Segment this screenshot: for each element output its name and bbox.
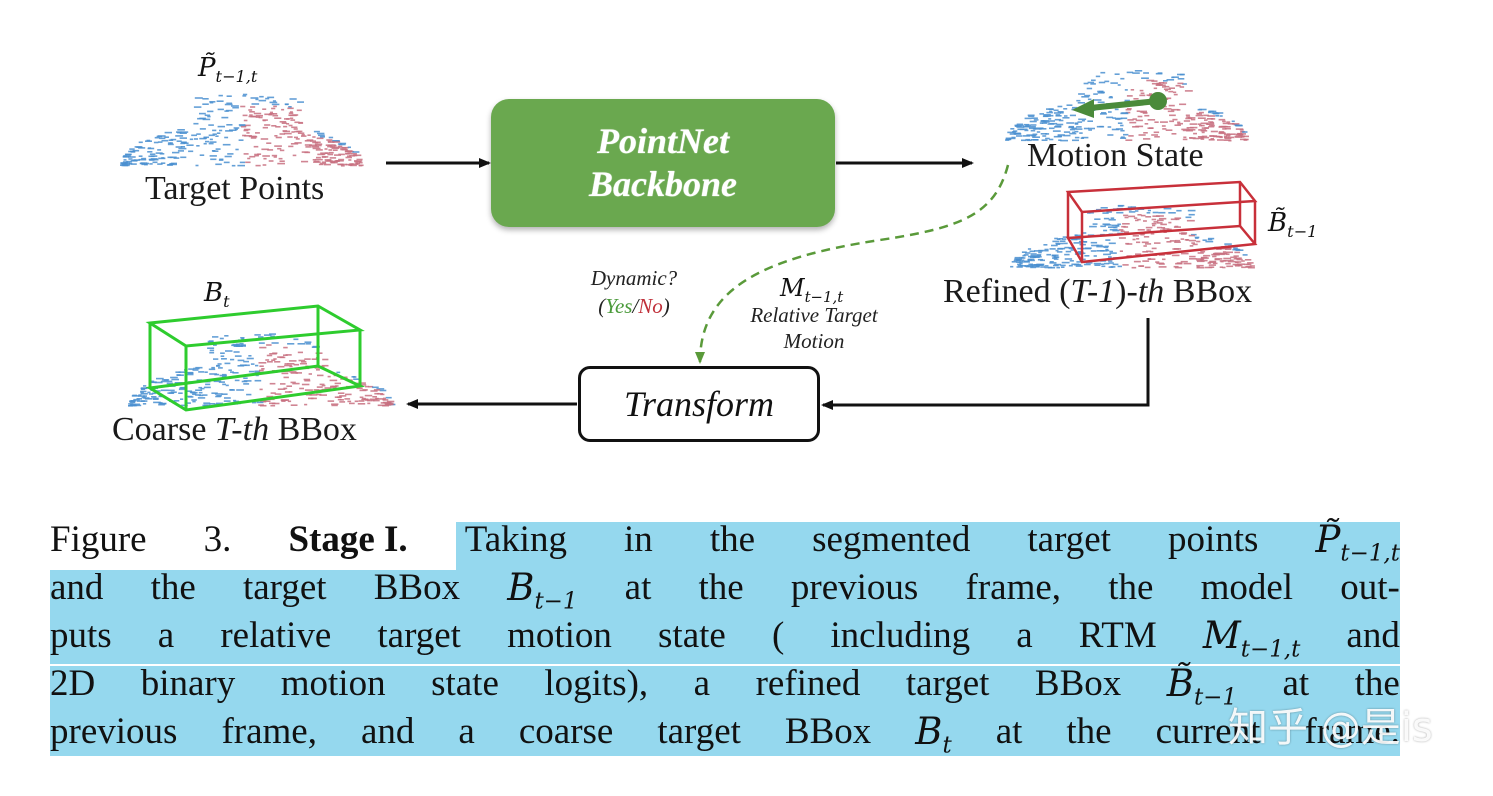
rtm-label: Relative Target Motion (718, 302, 910, 354)
rtm-label-line-2: Motion (783, 329, 845, 353)
dynamic-options: (Yes/No) (598, 294, 670, 318)
highlight-line-2 (50, 570, 1400, 618)
motion-state-label: Motion State (1027, 137, 1204, 174)
coarse-3d-bbox (145, 304, 366, 412)
arrow-dynamic-dashed (695, 164, 1010, 364)
backbone-line-1: PointNet (597, 120, 729, 161)
pipeline-diagram (120, 70, 1258, 412)
rtm-symbol: Mt−1,t (780, 274, 844, 306)
highlight-line-5 (50, 712, 1400, 756)
refined-bbox-label: Refined (T-1)-th BBox (943, 273, 1253, 310)
coarse-bbox-label: Coarse T-th BBox (112, 411, 357, 448)
motion-state-cloud (1005, 70, 1249, 142)
highlight-line-4 (50, 666, 1400, 712)
input-symbol: P̃t−1,t (198, 53, 258, 87)
refined-3d-bbox (1065, 180, 1258, 264)
coarse-bbox-cloud (128, 333, 396, 407)
backbone-line-2: Backbone (589, 164, 737, 204)
caption-word: Stage I. (288, 519, 408, 560)
coarse-symbol: Bt (204, 278, 230, 312)
target-points-cloud (120, 93, 364, 167)
arrow-refined-to-transform (821, 318, 1150, 410)
dynamic-question-text: Dynamic? (590, 266, 678, 290)
target-points-label: Target Points (145, 170, 325, 207)
caption-word: 3. (203, 519, 232, 560)
transform-block: Transform (578, 366, 820, 442)
highlight-line-1 (456, 522, 1400, 570)
dynamic-yes: Yes (605, 294, 633, 318)
motion-direction-arrow (1072, 92, 1167, 118)
caption-word: Figure (50, 519, 147, 560)
dynamic-no: No (638, 294, 663, 318)
rtm-label-line-1: Relative Target (750, 303, 878, 327)
pointnet-backbone-block: PointNet Backbone (491, 99, 835, 227)
highlight-line-3 (50, 618, 1400, 664)
refined-bbox-cloud (1010, 204, 1255, 269)
refined-symbol: B̃t−1 (1268, 208, 1318, 242)
dynamic-question: Dynamic? (Yes/No) (572, 264, 696, 320)
transform-label: Transform (623, 384, 775, 424)
zhihu-watermark: 知乎 @是is (1228, 705, 1433, 751)
